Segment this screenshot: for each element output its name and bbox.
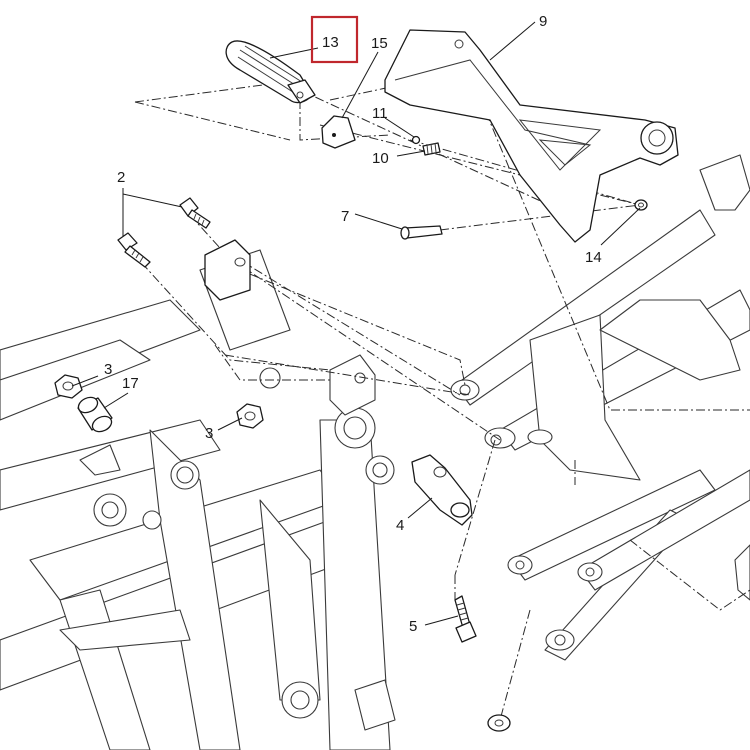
callout-7[interactable]: 7 (341, 208, 349, 225)
callout-3-lower[interactable]: 3 (205, 425, 213, 442)
bolt-part-2a (179, 197, 211, 229)
callout-3-upper[interactable]: 3 (104, 361, 112, 378)
main-frame (0, 249, 396, 750)
leader-lines (71, 21, 641, 626)
ball-part-11 (411, 135, 421, 145)
rear-subframe (450, 154, 750, 661)
nut-part-3a (54, 374, 83, 399)
bolt-part-5 (454, 595, 477, 643)
bottom-washer (487, 714, 511, 732)
bracket-plate-part-4 (411, 454, 473, 526)
spring-part-10 (422, 142, 441, 156)
footpeg-bracket-part-9 (384, 29, 679, 243)
callout-14[interactable]: 14 (585, 249, 602, 266)
callout-13[interactable]: 13 (322, 34, 339, 51)
callout-labels: 13 15 9 11 10 2 7 14 3 17 3 4 5 (104, 13, 602, 635)
rubber-pad-part-15 (321, 115, 356, 149)
footpeg-part-13 (225, 40, 316, 104)
callout-4[interactable]: 4 (396, 517, 404, 534)
washer-part-14 (634, 199, 648, 211)
callout-9[interactable]: 9 (539, 13, 547, 30)
nut-part-3b (236, 403, 264, 429)
callout-15[interactable]: 15 (371, 35, 388, 52)
bolt-part-2b (117, 232, 151, 268)
pin-part-7 (400, 225, 443, 240)
callout-10[interactable]: 10 (372, 150, 389, 167)
callout-11[interactable]: 11 (372, 105, 388, 122)
callout-13-highlight-box (310, 15, 359, 64)
bushing-part-17 (77, 396, 113, 433)
callout-17[interactable]: 17 (122, 375, 139, 392)
frame-mount-bracket (204, 239, 251, 301)
callout-2[interactable]: 2 (117, 169, 125, 186)
callout-5[interactable]: 5 (409, 618, 417, 635)
